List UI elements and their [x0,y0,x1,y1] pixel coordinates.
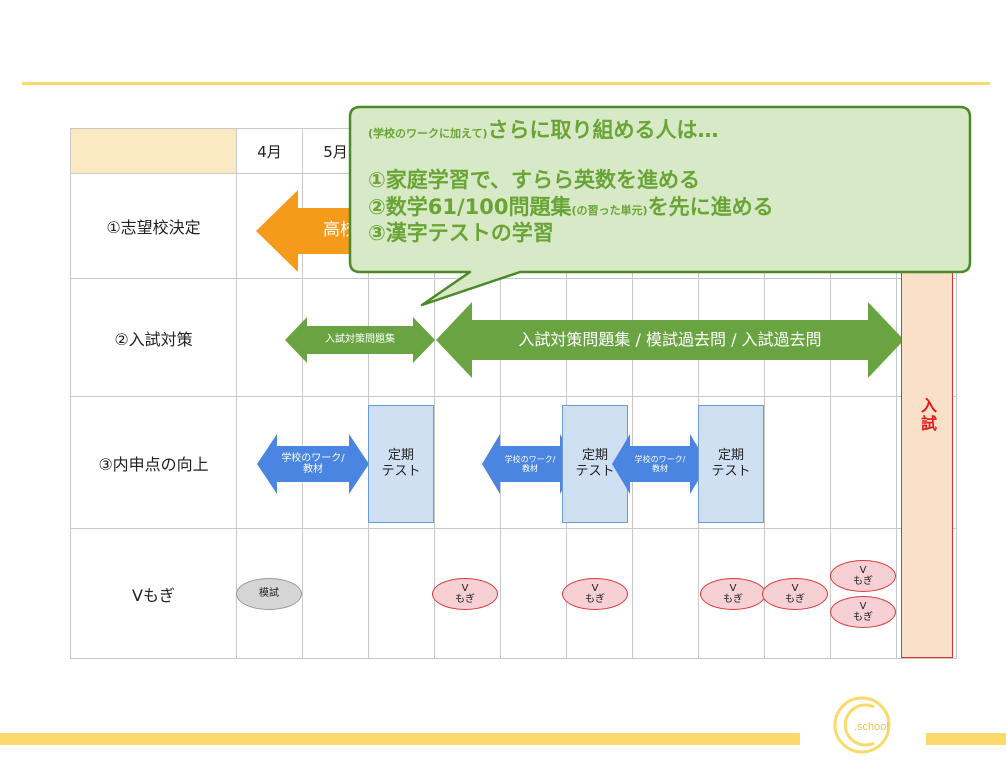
callout-heading: さらに取り組める人は… [487,118,719,142]
entrance-exam-label: 入試 [918,397,937,433]
footer-bar-right [926,733,1006,745]
school-work-arrow-label: 学校のワーク/ 教材 [634,454,686,473]
header-rule [22,82,990,85]
school-decision-arrow-label: 高校 [323,220,357,241]
term-test-box: 定期 テスト [698,405,764,523]
row-label-exam-prep: ②入試対策 [70,278,237,397]
school-work-arrow [257,434,369,494]
school-work-arrow-label: 学校のワーク/ 教材 [281,452,345,476]
callout-item-2-note: (の習った単元) [571,203,648,217]
callout-item-2: ②数学61/100問題集(の習った単元)を先に進める [368,194,968,220]
exam-prep-big-arrow [436,302,904,378]
callout-item-2-tail: を先に進める [647,194,774,219]
row-label-school-choice: ①志望校決定 [70,173,237,279]
callout-item-1: ①家庭学習で、すらら英数を進める [368,168,700,193]
callout-text: (学校のワークに加えて)さらに取り組める人は… ①家庭学習で、すらら英数を進める… [368,117,968,246]
exam-prep-big-arrow-label: 入試対策問題集 / 模試過去問 / 入試過去問 [518,329,822,349]
vmogi-ellipse: V もぎ [562,578,628,610]
school-logo: .school [833,696,891,754]
callout-item-2-main: ②数学61/100問題集 [368,194,572,219]
footer-bar-left [0,733,800,745]
vmogi-ellipse: V もぎ [762,578,828,610]
entrance-exam-bar: 入試 [901,250,953,658]
logo-text: .school [854,721,889,733]
callout-item-3: ③漢字テストの学習 [368,220,554,245]
vmogi-ellipse: V もぎ [830,596,896,628]
vmogi-ellipse: V もぎ [700,578,766,610]
month-cell: 4月 [236,128,303,174]
exam-prep-small-arrow-label: 入試対策問題集 [325,334,395,346]
month-cell: 5月 [302,128,369,174]
vmogi-ellipse: V もぎ [830,560,896,592]
term-test-box: 定期 テスト [562,405,628,523]
callout-prefix: (学校のワークに加えて) [368,127,488,140]
school-work-arrow-label: 学校のワーク/ 教材 [504,454,556,473]
row-label-vmogi: Vもぎ [70,528,237,659]
school-work-arrow [482,434,578,494]
term-test-box: 定期 テスト [368,405,434,523]
mock-exam-ellipse: 模試 [236,578,302,610]
corner-cell [70,128,237,174]
row-label-naishin: ③内申点の向上 [70,396,237,529]
school-work-arrow [612,434,708,494]
vmogi-ellipse: V もぎ [432,578,498,610]
exam-prep-small-arrow [285,317,435,363]
